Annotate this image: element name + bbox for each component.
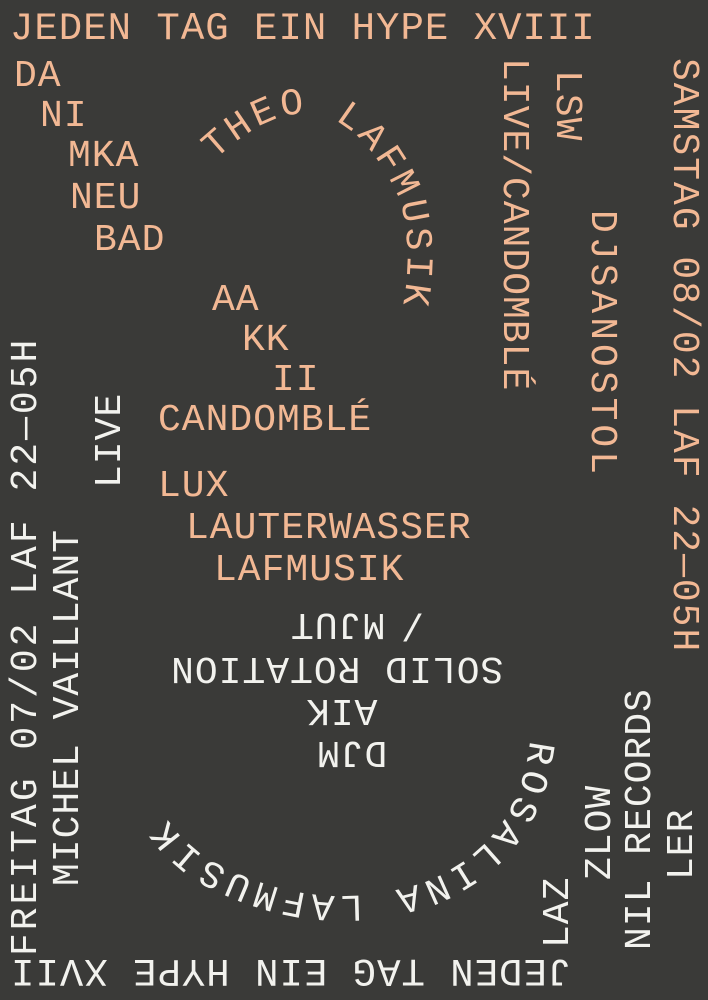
lineup-solid-rotation: SOLID ROTATION	[170, 646, 504, 689]
lineup-mka: MKA	[68, 135, 140, 178]
lineup-slash: /	[400, 602, 424, 645]
lineup-djm: DJM	[316, 730, 388, 773]
lineup-live-candomble: LIVE/CANDOMBLÉ	[492, 58, 535, 392]
lineup-da: DA	[14, 55, 62, 98]
lineup-nil-records: NIL RECORDS	[619, 688, 662, 950]
lineup-lafmusik: LAFMUSIK	[214, 549, 405, 592]
lineup-neu: NEU	[70, 177, 142, 220]
lineup-aa: AA	[212, 279, 260, 322]
footer-title: JEDEN TAG EIN HYPE XVII	[10, 948, 572, 992]
lineup-mjut: MJUT	[290, 602, 386, 645]
lineup-live: LIVE	[89, 392, 132, 488]
header-title: JEDEN TAG EIN HYPE XVIII	[10, 7, 596, 51]
lineup-bad: BAD	[94, 219, 166, 262]
lineup-ii: II	[272, 359, 320, 402]
lineup-kk: KK	[242, 319, 290, 362]
lineup-ni: NI	[40, 95, 88, 138]
lineup-zlow: ZLOW	[579, 784, 622, 880]
lineup-aik: AIK	[306, 688, 378, 731]
lineup-lauterwasser: LAUTERWASSER	[186, 507, 472, 550]
lineup-candomble: CANDOMBLÉ	[158, 399, 373, 442]
lineup-ler: LER	[661, 808, 704, 880]
lineup-michel-vaillant: MICHEL VAILLANT	[47, 528, 90, 886]
lineup-djsanostol: DJSANOSTOL	[580, 210, 623, 479]
lineup-lsw: LSW	[545, 70, 588, 142]
friday-date-line: FREITAG 07/02 LAF 22—05H	[5, 336, 48, 956]
saturday-date-line: SAMSTAG 08/02 LAF 22—05H	[662, 58, 705, 654]
lineup-lux: LUX	[158, 465, 230, 508]
lineup-laz: LAZ	[537, 876, 580, 948]
